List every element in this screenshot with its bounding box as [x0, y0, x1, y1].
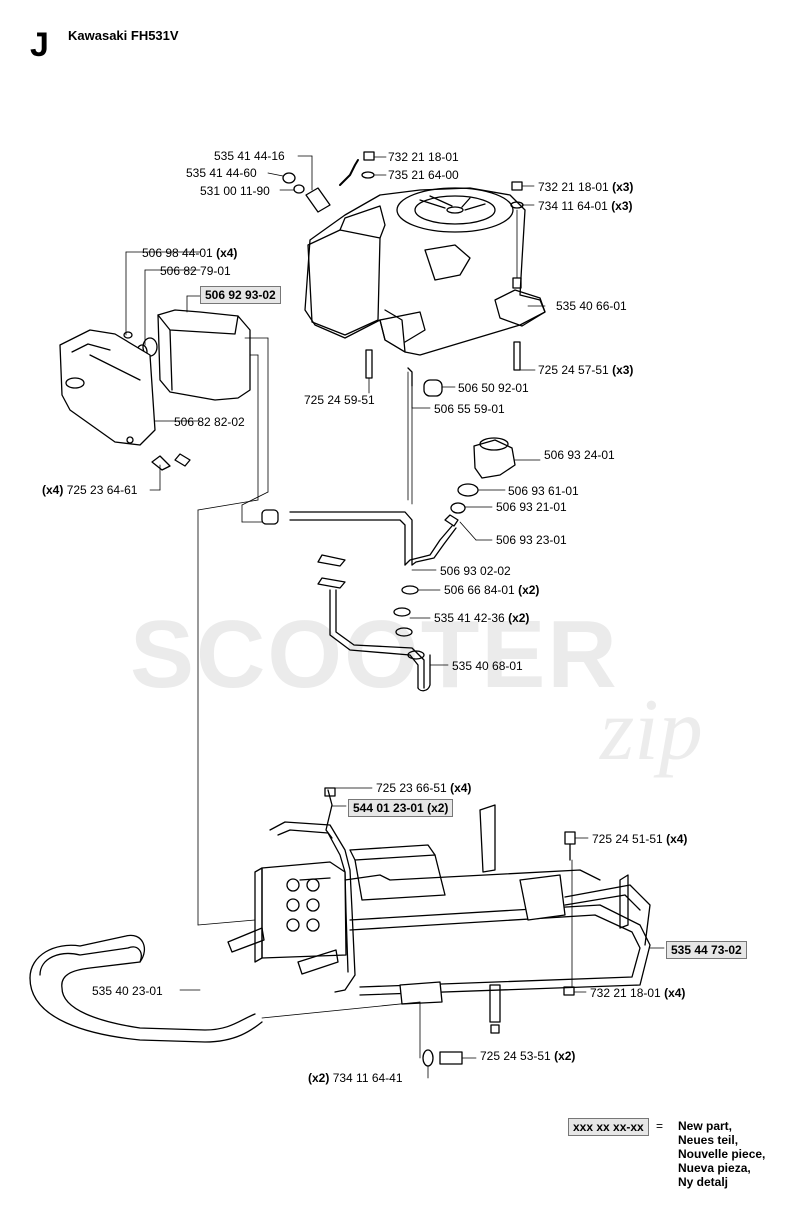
part-label: 725 24 57-51 (x3): [538, 363, 634, 377]
part-label: 725 24 59-51: [304, 393, 375, 407]
fuel-lines-drawing: [261, 509, 457, 692]
legend-key: xxx xx xx-xx: [568, 1118, 649, 1136]
part-label: 725 23 66-51 (x4): [376, 781, 472, 795]
part-label: 535 40 68-01: [452, 659, 523, 673]
part-label: 506 82 82-02: [174, 415, 245, 429]
part-label: 506 93 61-01: [508, 484, 579, 498]
part-label: 535 40 23-01: [92, 984, 163, 998]
legend-line: Ny detalj: [678, 1175, 729, 1189]
part-label: (x4) 725 23 64-61: [42, 483, 138, 497]
bumper-drawing: [29, 934, 263, 1043]
part-label: 732 21 18-01 (x4): [590, 986, 686, 1000]
part-label-new: 544 01 23-01 (x2): [348, 799, 454, 817]
part-label: 531 00 11-90: [200, 184, 270, 198]
legend-line: Neues teil,: [678, 1133, 739, 1147]
part-label: 506 98 44-01 (x4): [142, 246, 238, 260]
legend-equals: =: [656, 1119, 664, 1133]
part-label: 535 41 44-60: [186, 166, 257, 180]
frame-drawing: [227, 787, 651, 1067]
part-label: 732 21 18-01 (x3): [538, 180, 634, 194]
part-label: 535 41 42-36 (x2): [434, 611, 530, 625]
part-label-new: 535 44 73-02: [666, 941, 747, 959]
part-label: 506 93 02-02: [440, 564, 511, 578]
model-title: Kawasaki FH531V: [68, 28, 179, 43]
part-label: 535 41 44-16: [214, 149, 285, 163]
watermark-text: SCOOTER: [130, 601, 619, 708]
part-label: 732 21 18-01: [388, 150, 459, 164]
legend-text: New part, Neues teil, Nouvelle piece, Nu…: [678, 1119, 765, 1189]
muffler-drawing: [59, 309, 251, 471]
legend-line: New part,: [678, 1119, 733, 1133]
part-label: 506 93 24-01: [544, 448, 615, 462]
part-label: 506 82 79-01: [160, 264, 231, 278]
part-label: 734 11 64-01 (x3): [538, 199, 633, 213]
part-label: 725 24 51-51 (x4): [592, 832, 688, 846]
part-label: 506 93 23-01: [496, 533, 567, 547]
part-label: 725 24 53-51 (x2): [480, 1049, 576, 1063]
part-label: 535 40 66-01: [556, 299, 627, 313]
watermark-script: zip: [600, 682, 703, 779]
legend-line: Nouvelle piece,: [678, 1147, 766, 1161]
part-label: 735 21 64-00: [388, 168, 459, 182]
part-label: (x2) 734 11 64-41: [308, 1071, 403, 1085]
legend-line: Nueva pieza,: [678, 1161, 751, 1175]
part-label-new: 506 92 93-02: [200, 286, 281, 304]
engine-drawing: [304, 187, 546, 356]
part-label: 506 93 21-01: [496, 500, 567, 514]
leader-lines: [125, 155, 665, 1079]
part-label: 506 50 92-01: [458, 381, 529, 395]
section-letter: J: [30, 26, 49, 64]
part-label: 506 66 84-01 (x2): [444, 583, 540, 597]
part-label: 506 55 59-01: [434, 402, 505, 416]
